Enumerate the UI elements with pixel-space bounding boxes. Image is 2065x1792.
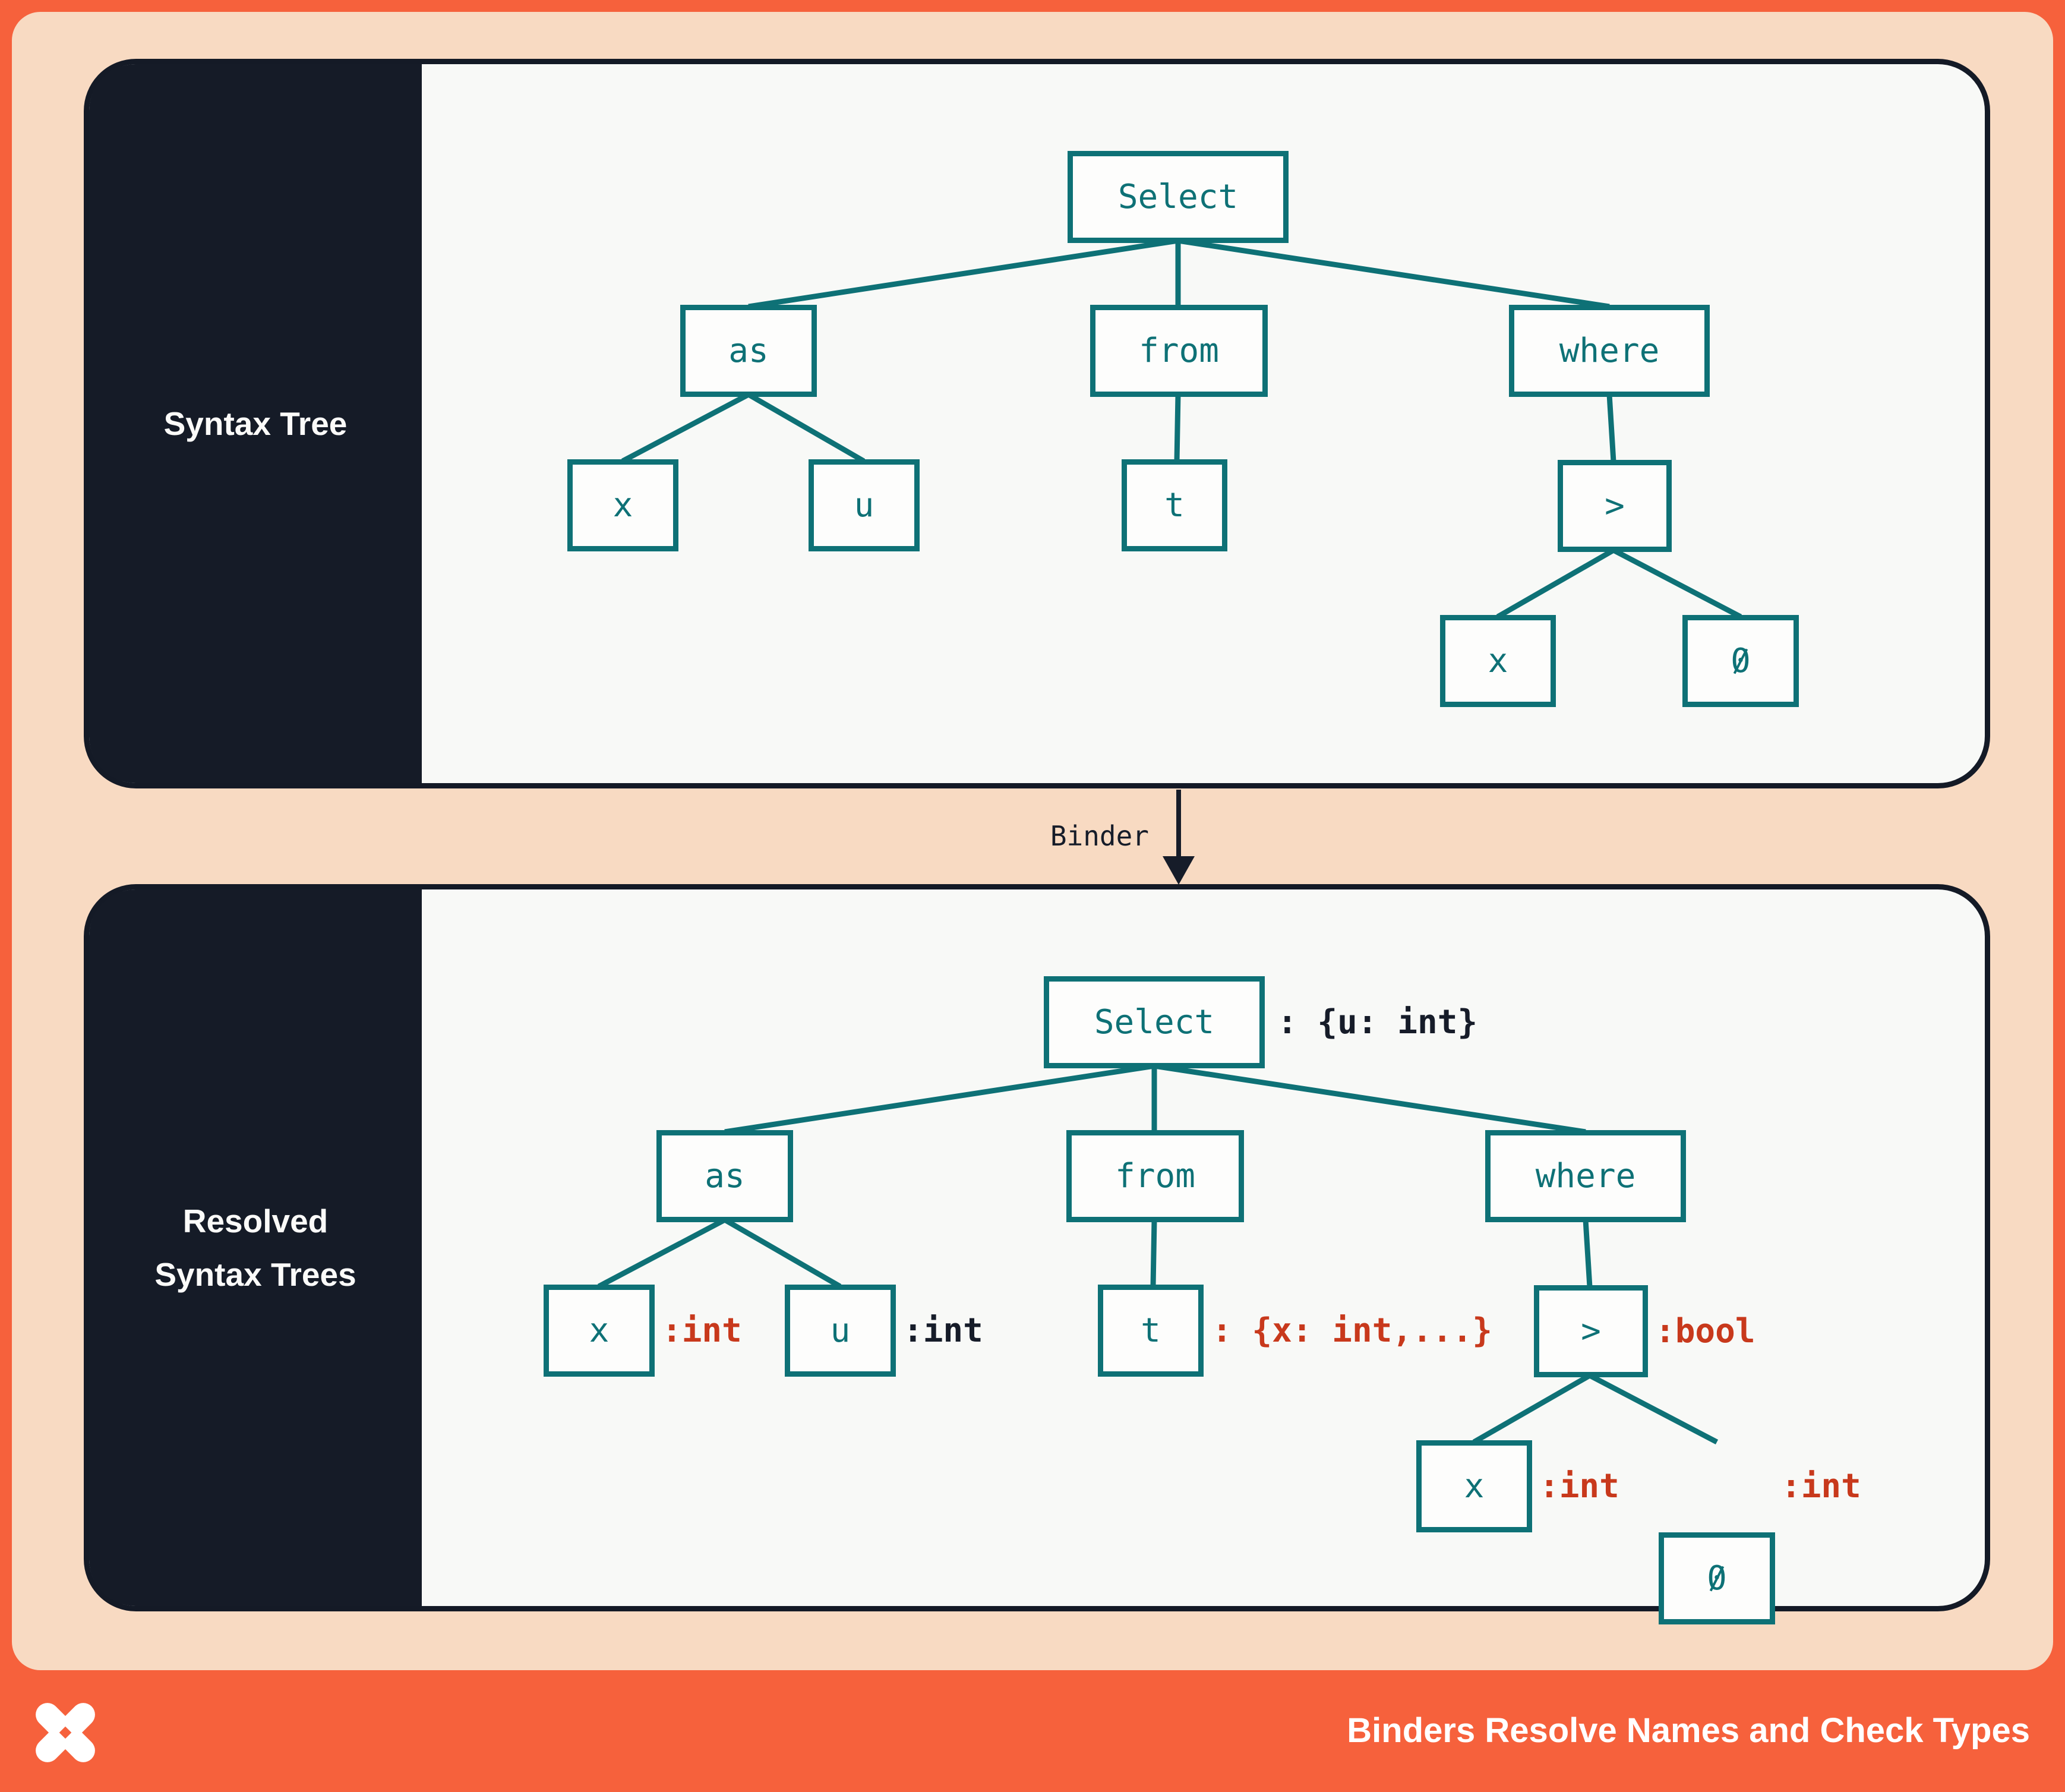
resolved-node-select-label: Select: [1094, 1003, 1215, 1042]
syntax-node-gt: >: [1558, 460, 1672, 552]
syntax-node-x2-label: x: [1488, 642, 1508, 680]
syntax-node-x: x: [567, 459, 678, 551]
syntax-node-gt-label: >: [1605, 487, 1625, 525]
syntax-node-where: where: [1509, 305, 1710, 397]
syntax-tree-panel: Syntax Tree: [84, 59, 1990, 788]
annotation-select-type: : {u: int}: [1277, 1003, 1478, 1042]
annotation-gt-type: :bool: [1655, 1312, 1755, 1351]
annotation-t-type: : {x: int,...}: [1212, 1311, 1493, 1350]
resolved-node-from: from: [1066, 1130, 1244, 1222]
syntax-node-u: u: [809, 459, 920, 551]
annotation-u-type: :int: [903, 1311, 983, 1350]
resolved-node-t: t: [1098, 1285, 1204, 1377]
resolved-node-as: as: [656, 1130, 793, 1222]
resolved-tree-edges: [597, 1063, 1719, 1444]
syntax-node-where-label: where: [1559, 332, 1660, 370]
resolved-trees-panel-label-line2: Syntax Trees: [154, 1256, 356, 1293]
annotation-x-type: :int: [662, 1311, 742, 1350]
resolved-node-x-label: x: [589, 1311, 610, 1350]
annotation-x2-type: :int: [1539, 1467, 1619, 1506]
resolved-node-gt-label: >: [1581, 1312, 1601, 1351]
resolved-trees-sidebar: Resolved Syntax Trees: [89, 889, 422, 1606]
syntax-tree-sidebar: Syntax Tree: [89, 64, 422, 783]
syntax-node-zero: 0: [1682, 615, 1799, 707]
resolved-node-select: Select: [1044, 976, 1265, 1068]
resolved-node-zero: 0: [1659, 1532, 1775, 1624]
syntax-node-t: t: [1122, 459, 1227, 551]
resolved-node-u-label: u: [830, 1311, 851, 1350]
resolved-trees-panel-label-line1: Resolved: [182, 1203, 329, 1239]
syntax-node-from: from: [1090, 305, 1268, 397]
resolved-node-as-label: as: [705, 1157, 745, 1195]
syntax-tree-edges: [621, 238, 1742, 619]
resolved-node-gt: >: [1534, 1285, 1648, 1377]
resolved-node-x: x: [544, 1285, 655, 1377]
syntax-node-x-label: x: [612, 486, 633, 525]
resolved-node-from-label: from: [1115, 1157, 1195, 1195]
resolved-node-x2-label: x: [1464, 1467, 1485, 1506]
syntax-node-from-label: from: [1139, 332, 1219, 370]
binder-label: Binder: [1050, 820, 1149, 852]
syntax-node-as-label: as: [728, 332, 769, 370]
binder-arrow-icon: [1163, 790, 1195, 885]
resolved-node-where: where: [1485, 1130, 1686, 1222]
syntax-node-x2: x: [1440, 615, 1556, 707]
resolved-node-x2: x: [1416, 1440, 1532, 1532]
resolved-trees-panel: Resolved Syntax Trees: [84, 884, 1990, 1611]
syntax-node-select-label: Select: [1117, 178, 1239, 216]
annotation-zero-type: :int: [1781, 1467, 1861, 1506]
pinwheel-x-logo-icon: [36, 1703, 95, 1762]
resolved-node-u: u: [785, 1285, 896, 1377]
syntax-node-u-label: u: [854, 486, 874, 525]
syntax-tree-panel-label: Syntax Tree: [163, 405, 348, 442]
syntax-node-select: Select: [1068, 151, 1289, 243]
syntax-node-t-label: t: [1164, 486, 1185, 525]
footer-title: Binders Resolve Names and Check Types: [1347, 1711, 2030, 1750]
syntax-node-as: as: [680, 305, 817, 397]
resolved-node-where-label: where: [1535, 1157, 1636, 1195]
resolved-node-t-label: t: [1141, 1311, 1161, 1350]
